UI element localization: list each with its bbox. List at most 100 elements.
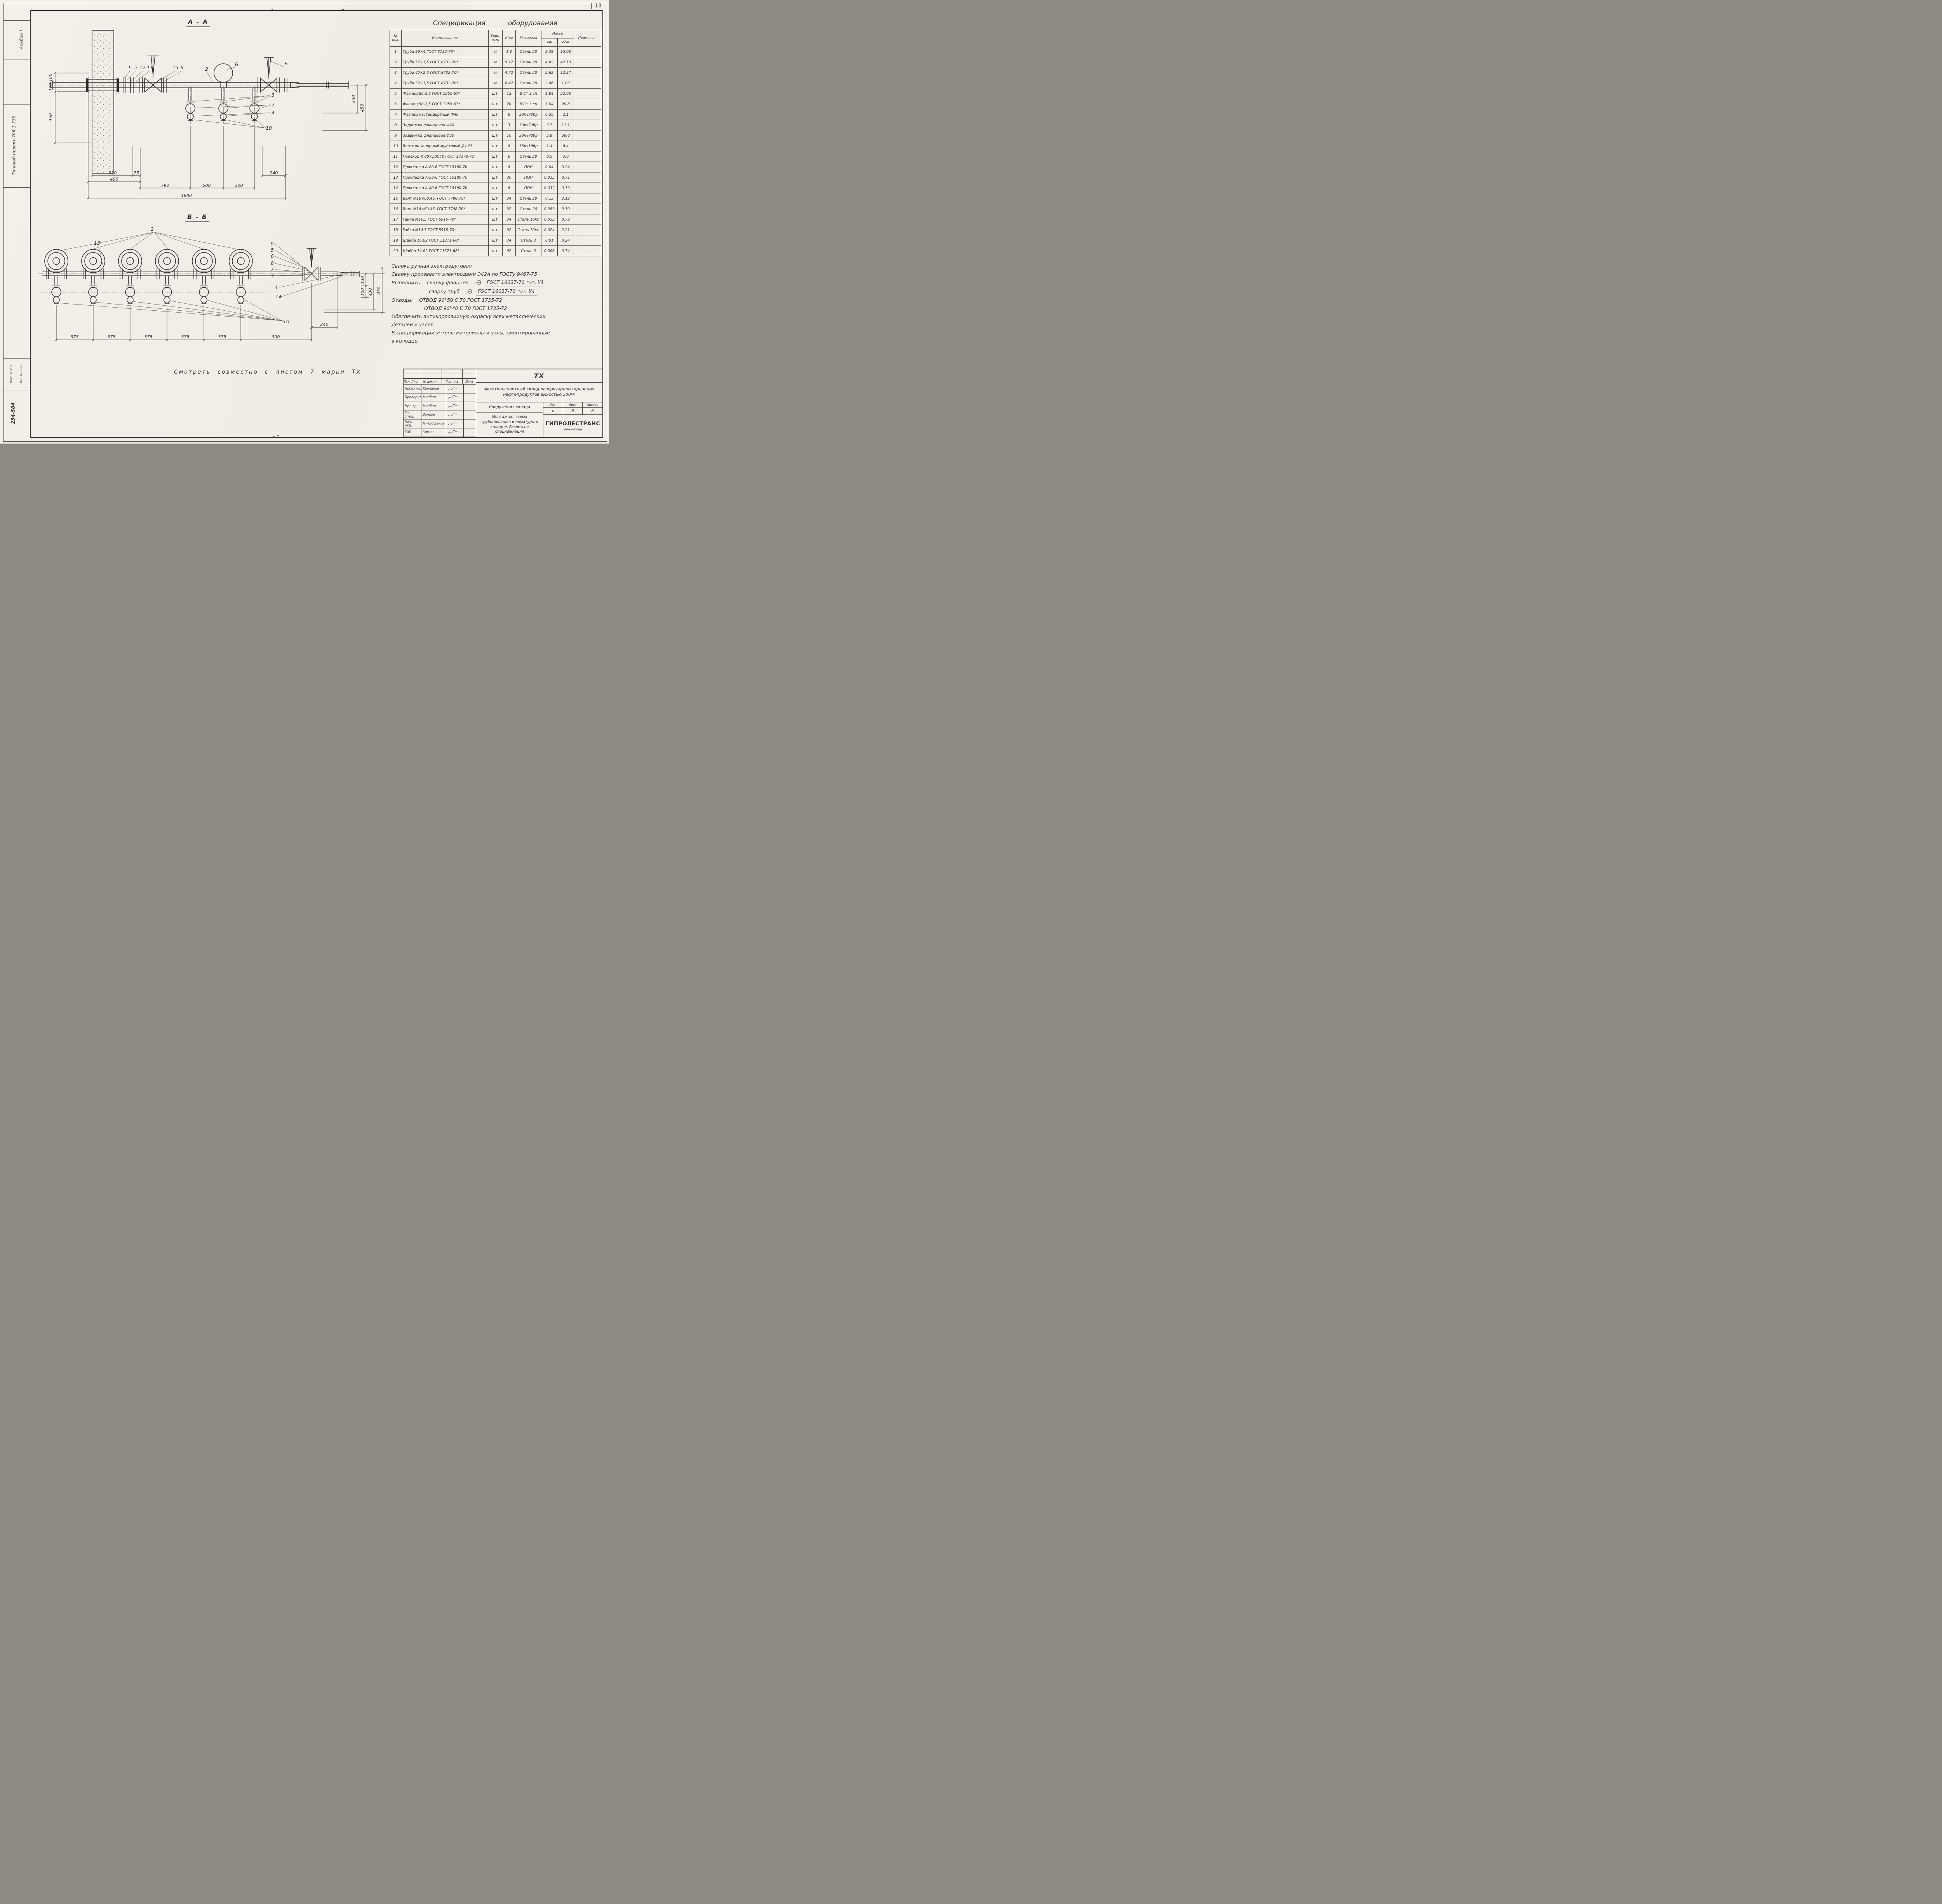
lit-label: Лит.: [543, 402, 563, 408]
sig-date: [464, 419, 476, 428]
cell-material: Сталь 20: [515, 67, 541, 78]
weld-gost: ГОСТ 16037-70: [478, 288, 516, 294]
lit-value: р: [543, 408, 563, 414]
cell-material: Сталь 20: [515, 151, 541, 162]
margin-divider: [3, 20, 30, 21]
spec-row: 20 Шайба 14.02 ГОСТ 11371-68* шт. 92 Ста…: [390, 245, 602, 256]
dim-130: 130: [360, 276, 365, 284]
sig-name: Волков: [421, 411, 446, 419]
spec-row: 10 Вентиль запорный муфтовый Ду 25 шт. 6…: [390, 141, 602, 151]
cell-qty: 6: [502, 141, 516, 151]
note-text: деталей и узлов: [392, 322, 434, 327]
drawing-sheet: 13 Альбом I Типовой проект 704-1-73Б Под…: [0, 0, 609, 444]
cell-unit: шт.: [488, 193, 503, 204]
cell-pos: 3: [390, 67, 402, 78]
cell-name: Фланец 50-2,5 ГОСТ 1255-67*: [401, 99, 489, 110]
dim-100: 100: [48, 74, 53, 82]
signature-row: Нач. отд. Митрофанов: [404, 419, 476, 428]
title-block-main: ТХ Автотранспортный склад резервуарного …: [476, 369, 602, 437]
drain-assembly: [51, 275, 61, 304]
cell-qty: 92: [502, 225, 516, 235]
signature-row: Проверил Миебал: [404, 393, 476, 402]
callout-12: 12: [139, 64, 146, 70]
cell-name: Задвижка фланцевая Ф40: [401, 120, 489, 131]
drain-assembly: [185, 86, 195, 125]
cell-mass-unit: 0.01: [541, 235, 558, 246]
cell-material: Сталь 20: [515, 57, 541, 68]
cell-material: 30кч70бр: [515, 109, 541, 120]
cell-mass-total: 0.74: [557, 245, 574, 256]
cell-unit: м: [488, 46, 503, 57]
cell-qty: 24: [502, 214, 516, 225]
dim-310: 310: [109, 171, 117, 176]
frame-break-mark: [265, 9, 273, 11]
spec-row: 12 Прокладка А-80-6 ГОСТ 15180-70 шт. 6 …: [390, 162, 602, 172]
object-title: Сооружения склада: [476, 402, 543, 412]
section-a-title: А - А: [187, 18, 209, 26]
cell-unit: шт.: [488, 172, 503, 183]
sig-name: Зимин: [421, 428, 446, 437]
cell-pos: 1: [390, 46, 402, 57]
note-label: Выполнить:: [392, 280, 422, 285]
cell-mass-unit: 1.4: [541, 141, 558, 151]
rev-header-doc: № докум.: [419, 379, 442, 385]
cell-qty: 4.72: [502, 67, 516, 78]
cell-mass-total: 20.8: [557, 99, 574, 110]
cell-material: Сталь 10кп: [515, 225, 541, 235]
weld-gost-group: ГОСТ 16037-70 У4: [476, 287, 537, 296]
cell-mass-unit: 2.62: [541, 67, 558, 78]
spec-title-word-1: Спецификация: [433, 19, 486, 27]
signature-rows: Проектир. Харлаков Проверил Миебал: [404, 385, 476, 437]
cell-qty: 10: [502, 130, 516, 141]
dimension-values: 310 75 240 490 790 500 300 1800 100 120 …: [48, 74, 365, 198]
note-text: Сварка ручная электродуговая: [392, 263, 472, 269]
revision-header-row: Изм. Лист № докум. Подпись Дата: [404, 379, 476, 385]
cell-name: Задвижка фланцевая Ф50: [401, 130, 489, 141]
cell-unit: шт.: [488, 120, 503, 131]
cell-note: [574, 141, 602, 151]
cell-name: Шайба 16.02 ГОСТ 11371-68*: [401, 235, 489, 246]
section-b-title: Б - Б: [187, 213, 207, 221]
spec-row: 8 Задвижка фланцевая Ф40 шт. 3 30кч70бр …: [390, 120, 602, 131]
sig-name: Харлаков: [421, 385, 446, 393]
margin-divider: [3, 187, 30, 188]
pipe-loop: [192, 249, 216, 279]
note-text: сварку труб: [429, 289, 460, 294]
cell-mass-unit: 1.84: [541, 88, 558, 99]
cell-note: [574, 67, 602, 78]
cell-mass-total: 22.08: [557, 88, 574, 99]
section-b-drawing: Б - Б: [38, 213, 385, 341]
weld-symbol-icon: [473, 280, 482, 285]
note-line: ОТВОД 90°40 С 70 ГОСТ 1735-72: [392, 304, 605, 312]
cell-mass-unit: 0.032: [541, 183, 558, 193]
sig-role: Проверил: [404, 393, 421, 402]
margin-box-label-2: Инв. № подл.: [20, 364, 23, 383]
cell-note: [574, 78, 602, 89]
cell-pos: 15: [390, 193, 402, 204]
note-text: Обеспечить антикоррозийную окраску всех …: [392, 313, 546, 319]
spec-row: 16 Болт М14×60.46. ГОСТ 7798-70* шт. 92 …: [390, 204, 602, 214]
cell-material: Сталь 3: [515, 245, 541, 256]
title-block: Изм. Лист № докум. Подпись Дата Проектир…: [403, 369, 603, 438]
callout-7: 7: [271, 266, 274, 272]
cell-note: [574, 57, 602, 68]
callout-1: 1: [128, 64, 131, 70]
cell-qty: 20: [502, 172, 516, 183]
cell-mass-unit: 0.033: [541, 214, 558, 225]
footer-note: Смотреть совместно с листом 7 марки ТХ: [174, 369, 362, 375]
spec-title-word-2: оборудования: [508, 19, 558, 27]
organization: ГИПРОЛЕСТРАНС Ленинград: [543, 415, 602, 437]
sig-role: Нач. отд.: [404, 419, 421, 428]
drain-assembly: [125, 275, 135, 304]
cell-note: [574, 172, 602, 183]
cell-mass-total: 3.0: [557, 151, 574, 162]
dim-500: 500: [203, 183, 211, 188]
concrete-wall: [92, 30, 114, 174]
cell-note: [574, 204, 602, 214]
cell-pos: 6: [390, 99, 402, 110]
cell-pos: 19: [390, 235, 402, 246]
cell-pos: 4: [390, 78, 402, 89]
sig-role: ГИП: [404, 428, 421, 437]
note-text: В спецификации учтены материалы и узлы, …: [392, 330, 550, 336]
cell-mass-total: 0.19: [557, 183, 574, 193]
